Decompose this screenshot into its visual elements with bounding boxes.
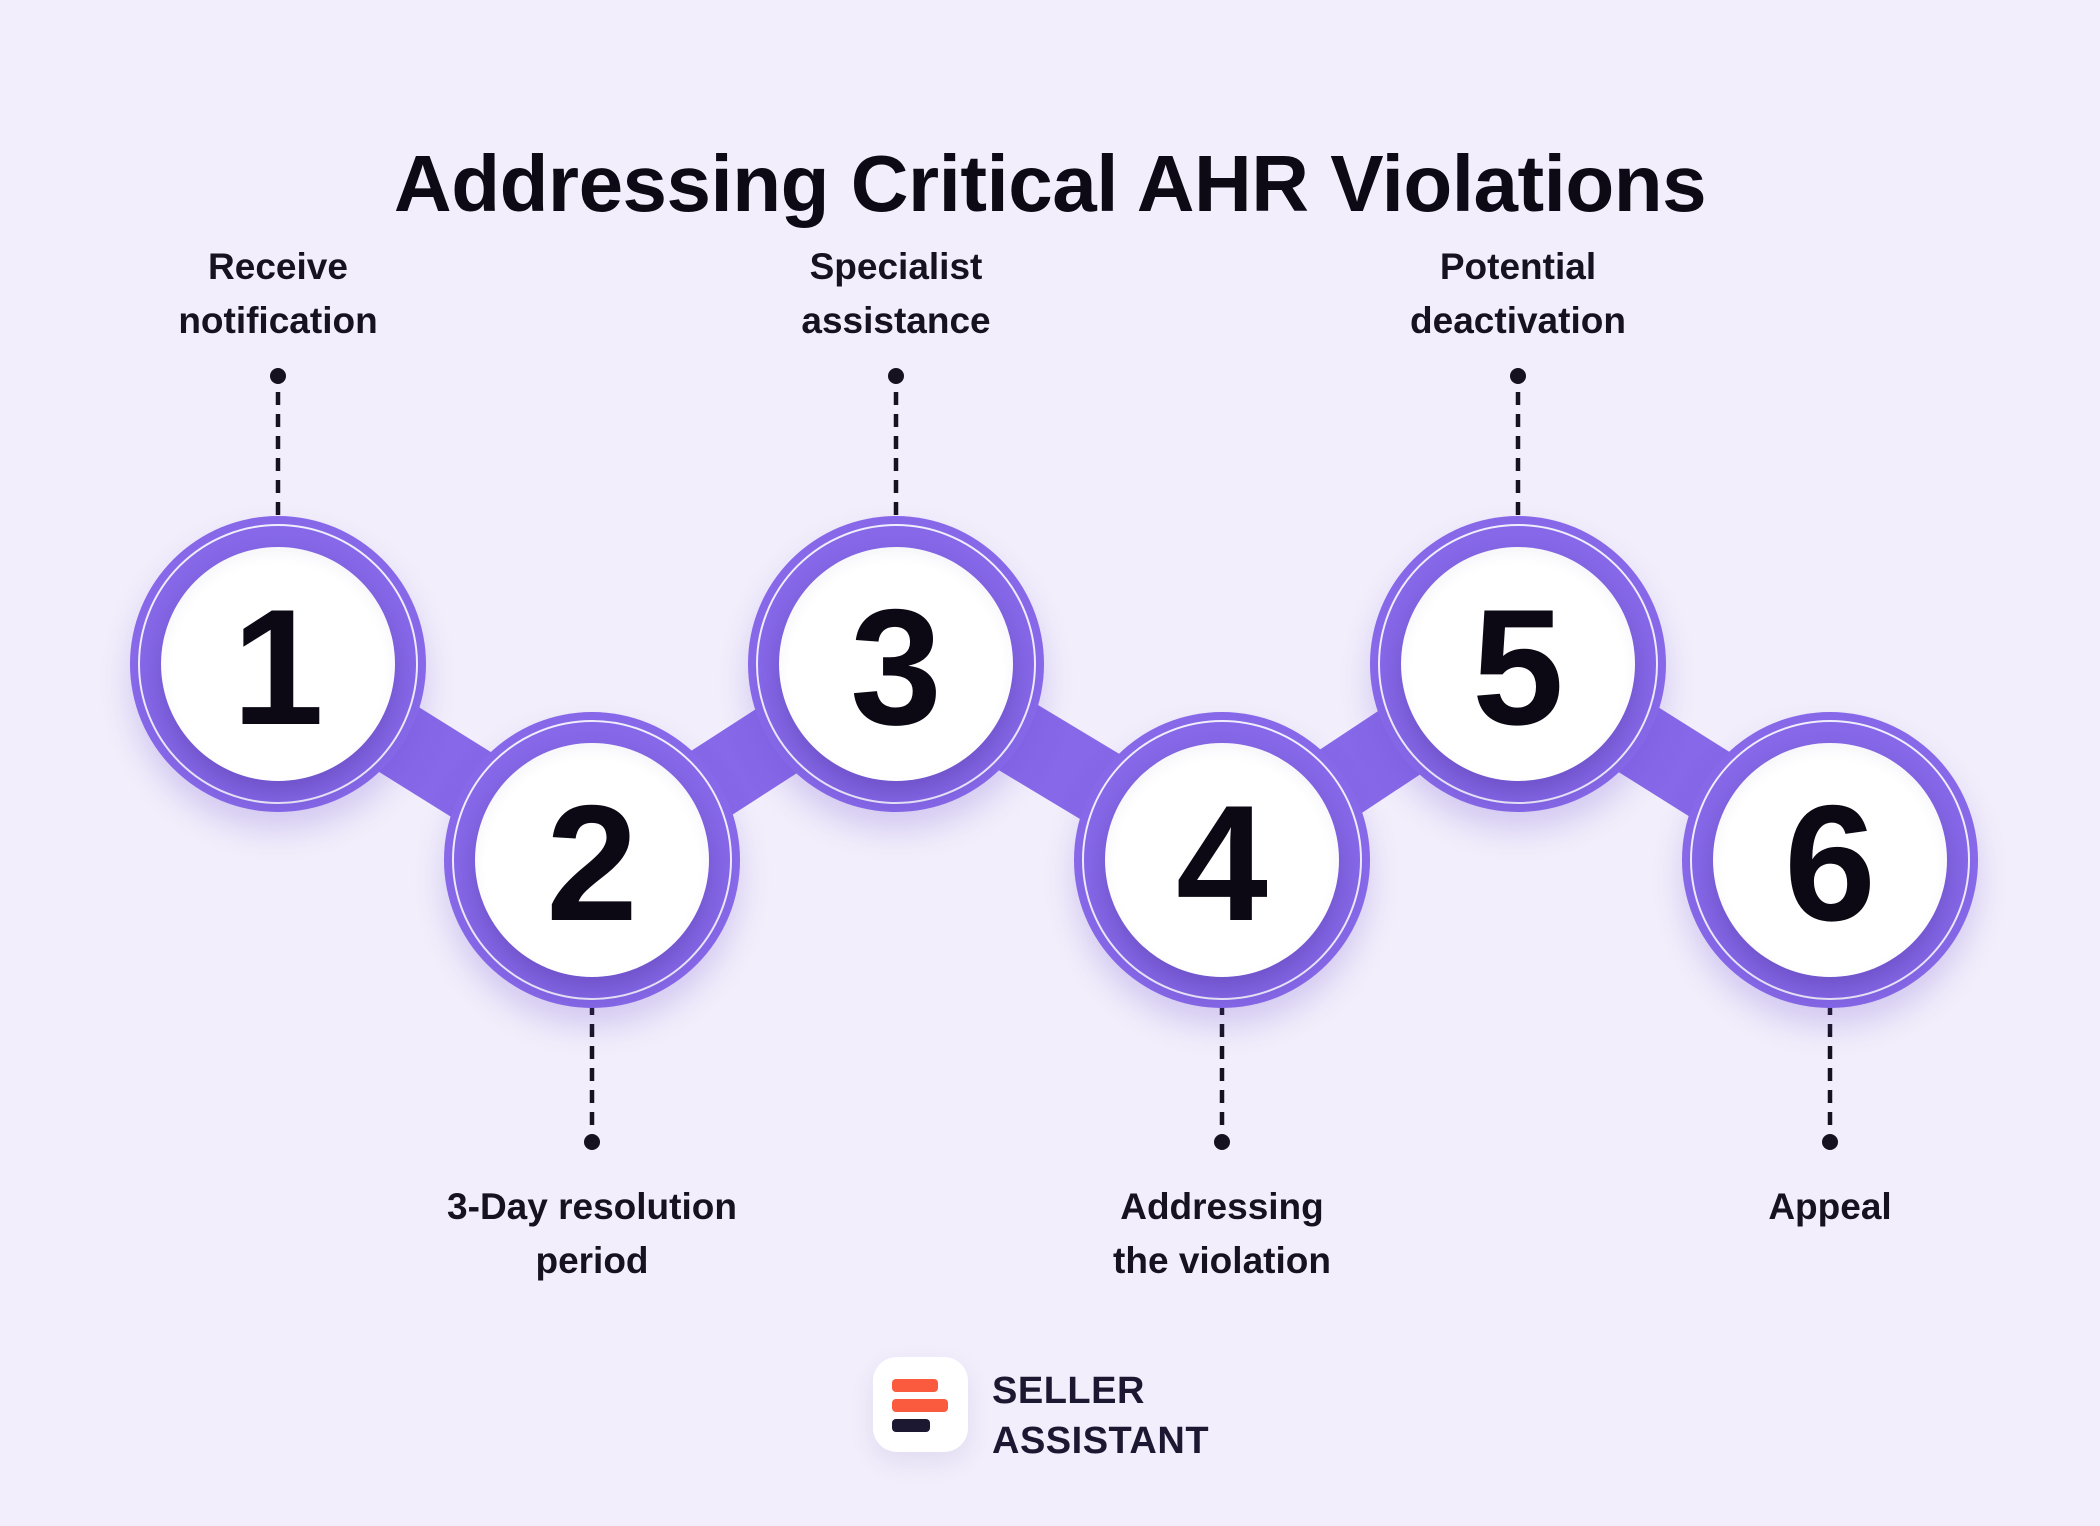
logo-bar-bottom — [892, 1419, 930, 1432]
label-line: Potential — [1439, 246, 1597, 287]
logo-bar-top — [892, 1379, 938, 1392]
node-inner-circle: 1 — [161, 547, 395, 781]
step-node-6: 6 — [1682, 712, 1978, 1008]
label-line: the violation — [1113, 1240, 1331, 1281]
label-line: period — [535, 1240, 649, 1281]
leader-dot-2 — [584, 1134, 600, 1150]
leader-dot-5 — [1510, 368, 1526, 384]
step-node-5: 5 — [1370, 516, 1666, 812]
node-inner-circle: 5 — [1401, 547, 1635, 781]
step-label-5: Potential deactivation — [1288, 240, 1748, 348]
node-inner-circle: 6 — [1713, 743, 1947, 977]
label-line: notification — [178, 300, 378, 341]
step-number: 4 — [1176, 770, 1268, 955]
step-node-1: 1 — [130, 516, 426, 812]
step-number: 2 — [546, 770, 638, 955]
page-title: Addressing Critical AHR Violations — [393, 138, 1707, 228]
step-number: 3 — [850, 574, 942, 759]
label-line: Addressing — [1120, 1186, 1324, 1227]
node-inner-circle: 4 — [1105, 743, 1339, 977]
label-line: Appeal — [1768, 1186, 1892, 1227]
label-leaders — [270, 368, 1838, 1150]
label-line: deactivation — [1410, 300, 1626, 341]
leader-dot-3 — [888, 368, 904, 384]
step-label-4: Addressing the violation — [992, 1180, 1452, 1288]
leader-dot-4 — [1214, 1134, 1230, 1150]
label-line: Specialist — [809, 246, 983, 287]
leader-dot-6 — [1822, 1134, 1838, 1150]
step-label-1: Receive notification — [48, 240, 508, 348]
step-number: 1 — [232, 574, 324, 759]
logo-wordmark-line-2: ASSISTANT — [992, 1420, 1210, 1462]
logo-bar-middle — [892, 1399, 948, 1412]
leader-dot-1 — [270, 368, 286, 384]
seller-assistant-logo-icon — [873, 1357, 968, 1452]
step-node-3: 3 — [748, 516, 1044, 812]
step-node-2: 2 — [444, 712, 740, 1008]
logo-wordmark-line-1: SELLER — [992, 1370, 1145, 1412]
node-inner-circle: 2 — [475, 743, 709, 977]
label-line: Receive — [208, 246, 348, 287]
step-number: 5 — [1472, 574, 1564, 759]
node-inner-circle: 3 — [779, 547, 1013, 781]
step-number: 6 — [1784, 770, 1876, 955]
step-label-6: Appeal — [1600, 1180, 2060, 1234]
label-line: 3-Day resolution — [447, 1186, 737, 1227]
step-label-3: Specialist assistance — [666, 240, 1126, 348]
logo-wordmark: SELLER ASSISTANT — [992, 1366, 1209, 1466]
step-node-4: 4 — [1074, 712, 1370, 1008]
step-label-2: 3-Day resolution period — [362, 1180, 822, 1288]
label-line: assistance — [801, 300, 991, 341]
